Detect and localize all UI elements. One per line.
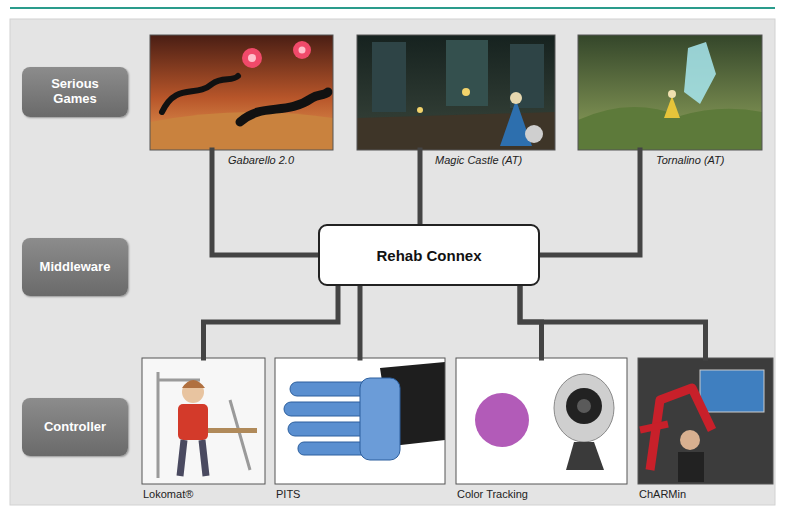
castle-arch [446,40,488,106]
image-frame [638,358,773,484]
person-hair [182,380,205,388]
table-top [205,428,257,433]
device-photo [456,358,627,484]
connector-line [520,286,706,358]
controller-photo: Lokomat® [142,358,265,484]
image-caption: Gabarello 2.0 [228,154,294,166]
person-figure [178,404,208,440]
robot-arm [640,424,668,430]
flower-shape [242,48,262,68]
character-figure [668,90,676,98]
spiral-shell [525,125,543,143]
glove-finger [288,422,372,436]
crystal-shape [684,42,716,104]
game-screenshot: Gabarello 2.0 [150,35,333,150]
wizard-figure [510,92,522,104]
controller-photo: ChARMin [638,358,773,484]
layer-label: Middleware [22,238,128,296]
connector-line [212,150,318,255]
image-frame [456,358,627,484]
connector-line [418,150,423,224]
flower-shape [299,47,306,54]
webcam-lens [577,399,591,413]
layer-label-text: Serious Games [40,77,110,107]
glove-palm [360,378,400,460]
game-screenshot: Magic Castle (AT) [357,35,555,150]
game-screenshot [150,35,333,150]
person-figure [182,381,204,403]
image-frame [275,358,445,484]
character-figure [664,96,680,118]
controller-photo: Color Tracking [456,358,627,484]
person-figure [180,440,206,476]
header-rule [10,7,775,9]
connector-line [540,150,640,255]
glove-finger [290,382,370,396]
flower-shape [248,54,256,62]
person-figure [680,430,700,450]
controller-photo: PITS [275,358,445,484]
background-panel [10,19,775,505]
light-glow [462,88,470,96]
device-photo [638,358,773,484]
castle-arch [372,42,406,112]
light-glow [417,107,423,113]
image-caption: Magic Castle (AT) [435,154,522,166]
webcam-lens [566,388,602,424]
layer-label-text: Middleware [40,260,111,275]
connector-line [204,286,339,358]
layer-label-text: Controller [44,420,106,435]
color-marker [475,393,529,447]
image-caption: Lokomat® [143,488,193,500]
game-screenshot [357,35,555,150]
image-caption: Tornalino (AT) [656,154,724,166]
webcam-body [554,374,614,442]
person-figure [678,452,704,482]
device-photo [142,358,265,484]
connector-line [358,286,363,358]
box-label: Rehab Connex [376,247,481,264]
image-caption: ChARMin [639,488,686,500]
layer-label: Controller [22,398,128,456]
layer-label: Serious Games [22,67,128,117]
image-frame [578,35,762,150]
image-caption: PITS [276,488,300,500]
creature-shape [162,76,238,112]
castle-arch [510,44,544,108]
creature-shape [240,92,328,122]
device-photo [275,358,445,484]
game-screenshot [578,35,762,150]
game-screenshot: Tornalino (AT) [578,35,762,150]
image-frame [142,358,265,484]
image-frame [357,35,555,150]
image-frame [150,35,333,150]
webcam-stand [566,442,604,470]
machine-frame [158,372,250,478]
glove-finger [284,402,372,416]
image-caption: Color Tracking [457,488,528,500]
monitor-screen [700,370,764,412]
flower-shape [293,41,311,59]
middleware-box: Rehab Connex [318,224,540,286]
